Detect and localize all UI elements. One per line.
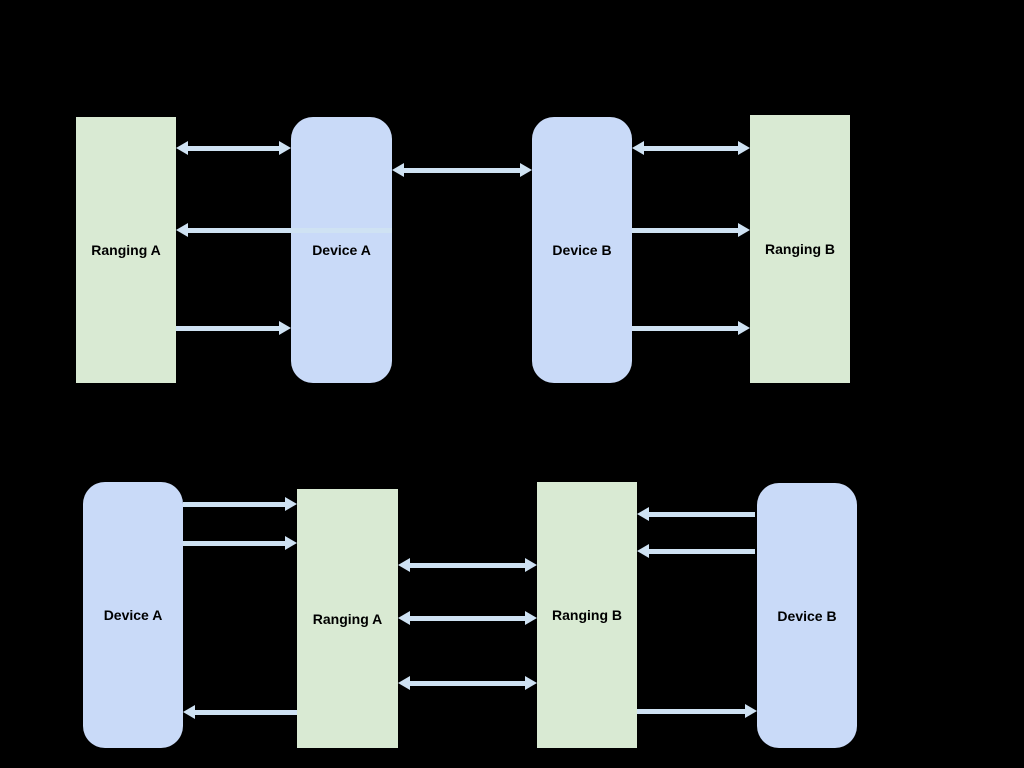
arrow-device-a-device-b-link (392, 163, 532, 177)
arrowhead-left-icon (398, 611, 410, 625)
bot-ranging-a-box: Ranging A (297, 489, 398, 748)
arrow-ranging-b-to-device-b-bot (637, 704, 757, 718)
bot-device-b-label: Device B (777, 607, 837, 624)
arrowhead-right-icon (525, 611, 537, 625)
arrowhead-right-icon (738, 223, 750, 237)
arrow-shaft (191, 709, 297, 715)
arrow-ranging-a-ranging-b-2 (398, 611, 537, 625)
arrowhead-right-icon (525, 676, 537, 690)
top-device-a-box: Device A (291, 117, 392, 383)
arrowhead-right-icon (738, 141, 750, 155)
top-ranging-a-label: Ranging A (91, 242, 161, 258)
arrowhead-right-icon (285, 536, 297, 550)
top-device-b-box: Device B (532, 117, 632, 383)
arrow-device-a-to-ranging-a-2 (183, 536, 297, 550)
arrow-ranging-a-to-device-a-bot (176, 321, 291, 335)
arrow-shaft (645, 511, 755, 517)
bot-device-a-box: Device A (83, 482, 183, 748)
top-device-a-label: Device A (312, 242, 371, 258)
arrowhead-right-icon (285, 497, 297, 511)
arrow-shaft (640, 145, 742, 151)
bot-ranging-a-label: Ranging A (312, 610, 383, 627)
arrow-shaft (632, 325, 742, 331)
top-device-b-label: Device B (552, 242, 612, 258)
arrow-shaft (645, 548, 755, 554)
arrowhead-left-icon (637, 507, 649, 521)
top-ranging-b-box: Ranging B (750, 115, 850, 383)
arrowhead-right-icon (738, 321, 750, 335)
arrow-shaft (406, 562, 529, 568)
arrowhead-left-icon (176, 223, 188, 237)
arrow-device-a-to-ranging-a-mid (176, 223, 392, 237)
arrow-shaft (184, 145, 283, 151)
arrow-device-b-to-ranging-b-1 (637, 507, 755, 521)
arrow-shaft (406, 615, 529, 621)
arrow-ranging-a-to-device-a-bot (183, 705, 297, 719)
top-ranging-b-label: Ranging B (765, 241, 835, 257)
arrowhead-left-icon (183, 705, 195, 719)
arrowhead-right-icon (745, 704, 757, 718)
arrow-device-b-to-ranging-b-mid (632, 223, 750, 237)
bot-ranging-b-label: Ranging B (552, 607, 622, 623)
top-ranging-a-box: Ranging A (76, 117, 176, 383)
arrow-device-b-ranging-b-top (632, 141, 750, 155)
arrowhead-left-icon (392, 163, 404, 177)
arrow-shaft (183, 540, 289, 546)
bot-device-a-label: Device A (103, 607, 163, 623)
arrowhead-right-icon (525, 558, 537, 572)
arrowhead-right-icon (520, 163, 532, 177)
arrowhead-left-icon (176, 141, 188, 155)
arrow-shaft (400, 167, 524, 173)
arrowhead-left-icon (398, 558, 410, 572)
arrow-shaft (176, 325, 283, 331)
arrow-shaft (183, 501, 289, 507)
bot-device-b-box: Device B (757, 483, 857, 748)
arrow-ranging-a-ranging-b-1 (398, 558, 537, 572)
arrow-device-b-to-ranging-b-bot (632, 321, 750, 335)
arrow-device-b-to-ranging-b-2 (637, 544, 755, 558)
arrow-ranging-a-ranging-b-3 (398, 676, 537, 690)
arrowhead-left-icon (637, 544, 649, 558)
arrow-ranging-a-device-a-top (176, 141, 291, 155)
arrowhead-right-icon (279, 141, 291, 155)
arrow-shaft (637, 708, 749, 714)
arrow-device-a-to-ranging-a-1 (183, 497, 297, 511)
arrow-shaft (406, 680, 529, 686)
arrow-shaft (632, 227, 742, 233)
arrowhead-left-icon (398, 676, 410, 690)
arrowhead-left-icon (632, 141, 644, 155)
arrow-shaft (184, 227, 392, 233)
arrowhead-right-icon (279, 321, 291, 335)
bot-ranging-b-box: Ranging B (537, 482, 637, 748)
